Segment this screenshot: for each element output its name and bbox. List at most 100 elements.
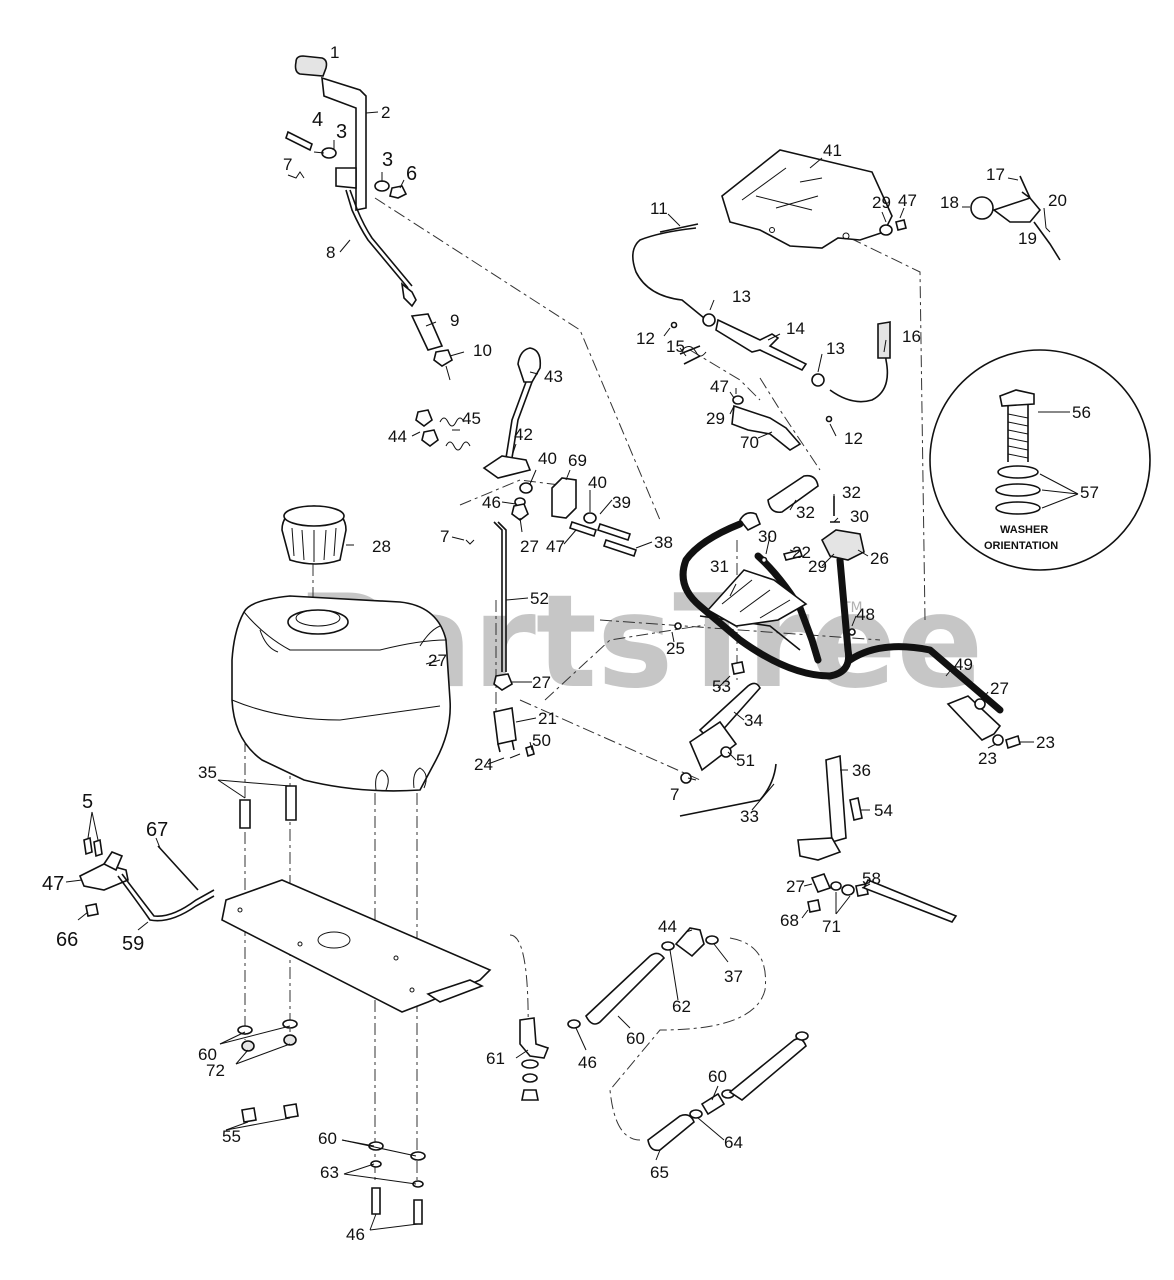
callout-31: 26 <box>870 549 889 568</box>
rod-66 <box>157 845 199 891</box>
callout-6: 6 <box>406 163 417 185</box>
knob-lever-19 <box>992 197 1042 223</box>
callout-60: 64 <box>724 1133 743 1152</box>
fuel-filter-62 <box>674 927 705 958</box>
stud-54-left <box>239 799 251 829</box>
callout-4: 4 <box>312 109 323 131</box>
callout-18: 18 <box>940 193 959 212</box>
callout-42: 42 <box>514 425 533 444</box>
callout-57: 46 <box>346 1225 365 1244</box>
callout-3: 3 <box>382 149 393 171</box>
callout-29: 30 <box>758 527 777 546</box>
callout-32: 32 <box>842 483 861 502</box>
callout-13: 13 <box>826 339 845 358</box>
washer-detail-group: WASHER ORIENTATION <box>929 349 1151 571</box>
handle-frame-group <box>674 474 1021 817</box>
handle-tube-21 <box>846 643 1004 714</box>
nut-44-top <box>415 409 433 427</box>
speed-lever-group <box>415 347 638 759</box>
fuel-line-group <box>519 927 809 1152</box>
lower-lever-group <box>797 754 958 923</box>
callout-46: 60 <box>318 1129 337 1148</box>
callout-48: 52 <box>530 589 549 608</box>
callout-41: 41 <box>823 141 842 160</box>
callout-53: 27 <box>428 651 447 670</box>
callout-3: 3 <box>336 121 347 143</box>
callout-9: 9 <box>450 311 459 330</box>
callout-13: 13 <box>732 287 751 306</box>
callout-40: 40 <box>588 473 607 492</box>
callout-22: 32 <box>796 503 815 522</box>
fuel-tank-group <box>231 505 452 792</box>
callout-2: 2 <box>381 103 390 122</box>
detail-caption-line1: WASHER <box>1000 524 1048 536</box>
callout-23: 51 <box>736 751 755 770</box>
callout-51: 50 <box>532 731 551 750</box>
lever-knob-43 <box>517 347 542 383</box>
mounting-plate-group <box>221 785 492 1225</box>
callout-55: 72 <box>206 1061 225 1080</box>
callout-46: 60 <box>198 1045 217 1064</box>
callout-62: 44 <box>658 917 677 936</box>
callout-34: 27 <box>990 679 1009 698</box>
nut-6 <box>389 185 408 199</box>
callout-44: 44 <box>388 427 407 446</box>
throttle-rod <box>345 189 409 289</box>
grip-22 <box>767 474 819 514</box>
clamp-31 <box>820 529 865 561</box>
callout-30: 57 <box>1080 483 1099 502</box>
throttle-knob-group <box>970 175 1061 261</box>
callout-63: 65 <box>650 1163 669 1182</box>
callout-25: 31 <box>710 557 729 576</box>
callout-67: 33 <box>740 807 759 826</box>
nut-49 <box>493 673 513 691</box>
callout-12: 12 <box>844 429 863 448</box>
callout-27: 25 <box>666 639 685 658</box>
callout-45: 45 <box>462 409 481 428</box>
knob-ball-18 <box>970 196 994 220</box>
callout-44: 68 <box>780 911 799 930</box>
frame-bracket-25 <box>706 569 808 627</box>
callout-8: 8 <box>326 243 335 262</box>
lever-33 <box>825 754 847 844</box>
callout-27: 53 <box>712 677 731 696</box>
callout-12: 12 <box>636 329 655 348</box>
shutoff-valve-72 <box>519 1017 550 1059</box>
link-rod-71 <box>862 878 958 923</box>
callout-1: 1 <box>330 43 339 62</box>
bracket-59 <box>78 863 129 891</box>
callout-7: 7 <box>440 527 449 546</box>
leader-lines <box>65 111 1079 1231</box>
callout-29: 29 <box>706 409 725 428</box>
callout-66: 67 <box>146 819 168 841</box>
callout-50: 21 <box>538 709 557 728</box>
callout-46: 46 <box>482 493 501 512</box>
callout-29: 29 <box>872 193 891 212</box>
callout-60: 62 <box>672 997 691 1016</box>
callout-38: 38 <box>654 533 673 552</box>
speed-rod-48 <box>493 521 503 672</box>
callout-61: 60 <box>626 1029 645 1048</box>
callout-15: 15 <box>666 337 685 356</box>
callout-49: 27 <box>532 673 551 692</box>
control-plate-group <box>632 149 907 451</box>
choke-cable-16 <box>829 323 889 403</box>
callout-68: 27 <box>786 877 805 896</box>
rod-sleeve-9 <box>410 313 444 351</box>
callout-labels: 1 2 4 3 3 6 7 8 9 10 41 29 47 17 18 19 2… <box>42 43 1099 1244</box>
fuel-hose-61 <box>585 952 666 1025</box>
callout-56: 63 <box>320 1163 339 1182</box>
callout-58: 59 <box>122 933 144 955</box>
callout-47: 47 <box>546 537 565 556</box>
callout-30: 30 <box>850 507 869 526</box>
washer-detail-circle <box>929 349 1151 571</box>
callout-59: 47 <box>42 873 64 895</box>
bracket-70 <box>731 404 802 451</box>
callout-69: 69 <box>568 451 587 470</box>
throttle-lever-group <box>285 55 453 381</box>
callout-20: 20 <box>1048 191 1067 210</box>
callout-60: 46 <box>578 1053 597 1072</box>
callout-71: 58 <box>862 869 881 888</box>
lever-knob <box>294 55 328 77</box>
